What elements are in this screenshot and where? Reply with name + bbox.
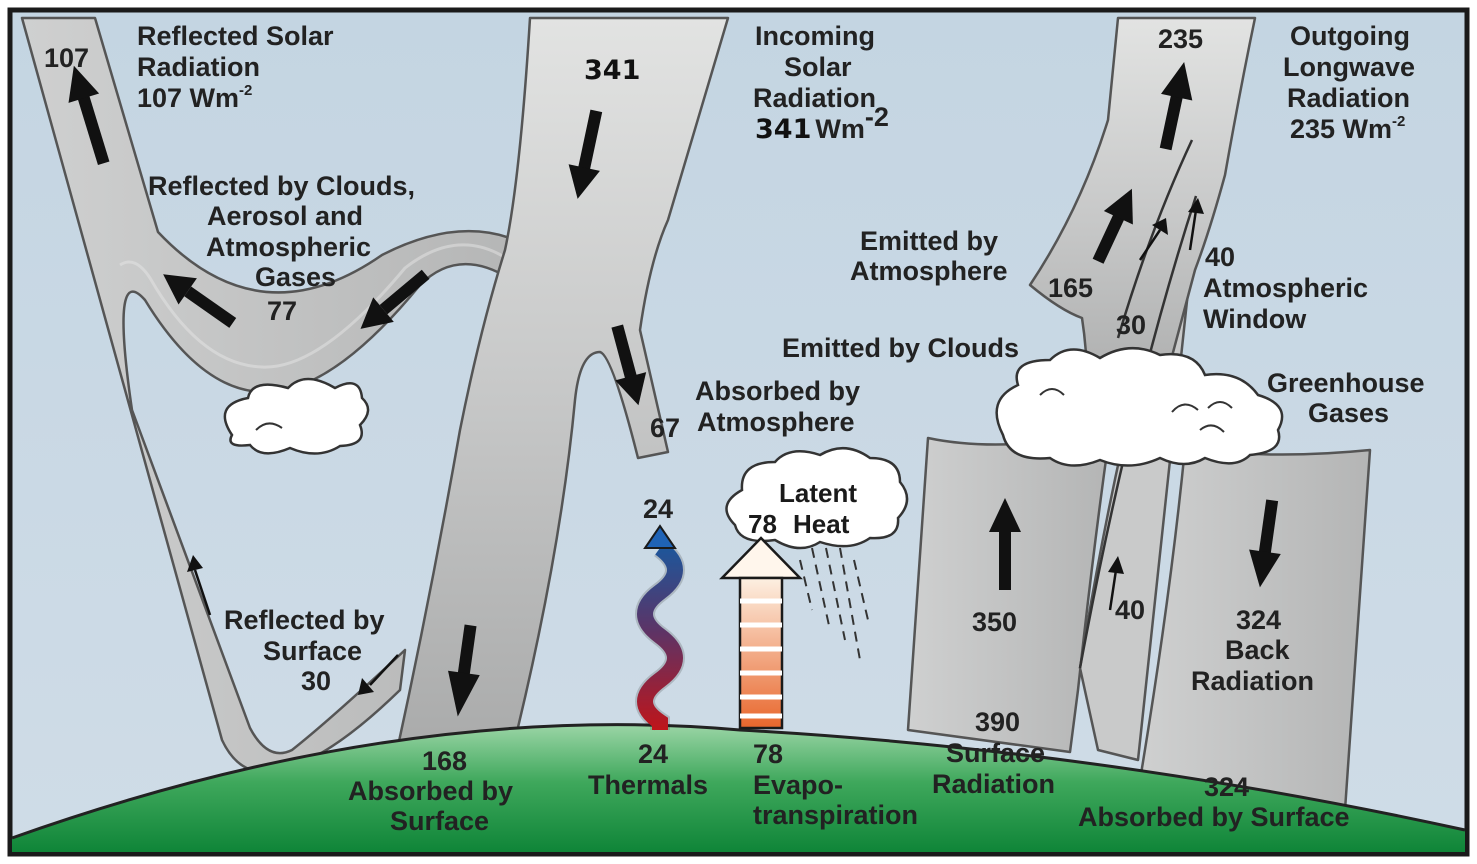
absorbed-atmos-2: Atmosphere: [697, 407, 855, 437]
reflected-solar-title-1: Reflected Solar: [137, 21, 334, 51]
reflected-surface-3: 30: [301, 666, 331, 696]
incoming-solar-title-2: Solar: [784, 52, 852, 82]
arrow-incoming-down: [568, 109, 603, 199]
surface-rad-2: Surface: [946, 738, 1045, 768]
latent-heat-2: Heat: [793, 509, 850, 539]
latent-heat-1: Latent: [779, 478, 857, 508]
arrow-reflected-surface-up: [193, 569, 212, 616]
reflected-solar-title-2: Radiation: [137, 52, 260, 82]
arrow-clouds-left: [163, 274, 237, 328]
arrow-outgoing-up: [1159, 61, 1193, 151]
outgoing-top-num: 235: [1158, 24, 1203, 54]
reflected-clouds-1: Reflected by Clouds,: [148, 171, 415, 201]
outgoing-title-2: Longwave: [1283, 52, 1415, 82]
earth-surface: [12, 724, 1465, 852]
absorbed-168-1: 168: [422, 746, 467, 776]
reflected-clouds-3: Atmospheric: [206, 232, 371, 262]
outgoing-title-3: Radiation: [1287, 83, 1410, 113]
greenhouse-2: Gases: [1308, 398, 1389, 428]
reflected-solar-top-num: 107: [44, 43, 89, 73]
absorbed-atmos-num: 67: [650, 413, 680, 443]
earth-surface-edge: [11, 723, 1466, 840]
emitted-clouds-label: Emitted by Clouds: [782, 333, 1019, 363]
atmos-window-num: 40: [1205, 242, 1235, 272]
right-cloud-detail-1: [1039, 388, 1065, 396]
reflected-surface-1: Reflected by: [224, 605, 385, 635]
arrow-window-thin-low: [1108, 569, 1118, 611]
arrow-absorbed-atmosphere: [611, 324, 647, 406]
thermals-arrowhead: [643, 524, 677, 549]
outgoing-value: 235 Wm-2: [1290, 113, 1405, 144]
outgoing-title-1: Outgoing: [1290, 21, 1410, 51]
absorbed-atmos-1: Absorbed by: [695, 376, 860, 406]
incoming-solar-title-1: Incoming: [755, 21, 875, 51]
evapo-3: transpiration: [753, 800, 918, 830]
absorbed-168-2: Absorbed by: [348, 776, 513, 806]
thermals-1: 24: [638, 739, 668, 769]
arrow-surface-up: [989, 498, 1021, 590]
right-cloud-detail-2: [1171, 403, 1199, 413]
flow-arrows: [68, 61, 1281, 717]
arrow-window-thin-top: [1188, 209, 1198, 251]
latent-num: 78: [748, 509, 777, 539]
right-cloud: [995, 346, 1284, 467]
surface-rad-1: 390: [975, 707, 1020, 737]
surface-rad-3: Radiation: [932, 769, 1055, 799]
emitted-clouds-num: 30: [1116, 310, 1146, 340]
thermals-2: Thermals: [588, 770, 708, 800]
left-cloud: [223, 377, 370, 455]
reflected-solar-beam: [20, 16, 537, 774]
thermals-top-num: 24: [643, 494, 673, 524]
arrow-reflected-solar-up: [68, 65, 110, 166]
window-low-num: 40: [1115, 595, 1145, 625]
greenhouse-1: Greenhouse: [1267, 368, 1425, 398]
atmos-window-2: Window: [1203, 304, 1307, 334]
thermals-arrow: [637, 541, 683, 730]
reflected-clouds-num: 77: [267, 296, 297, 326]
arrow-emitted-atmosphere: [1092, 188, 1133, 264]
absorbed-324-1: 324: [1204, 772, 1249, 802]
evapotranspiration-arrow: [719, 536, 803, 730]
arrow-reflected-surface-diag: [369, 654, 399, 686]
right-cloud-detail-3: [1207, 401, 1233, 409]
surface-up-num: 350: [972, 607, 1017, 637]
back-rad-3: Radiation: [1191, 666, 1314, 696]
reflected-clouds-4: Gases: [255, 262, 336, 292]
reflected-surface-2: Surface: [263, 636, 362, 666]
atmos-window-1: Atmospheric: [1203, 273, 1368, 303]
emitted-atmos-num: 165: [1048, 273, 1093, 303]
reflected-solar-value: 107 Wm-2: [137, 82, 252, 113]
reflected-clouds-2: Aerosol and: [207, 201, 363, 231]
incoming-solar-title-3: Radiation: [753, 83, 876, 113]
arrow-absorbed-surface: [448, 624, 480, 717]
thermals-arrow-outline: [635, 539, 685, 731]
rain-streaks: [799, 547, 869, 661]
outgoing-inner-line: [1116, 139, 1194, 339]
reflected-solar-beam-inner: [119, 243, 513, 369]
left-cloud-detail: [255, 422, 283, 431]
labels: 107 Reflected Solar Radiation 107 Wm-2 3…: [44, 21, 1425, 836]
evapo-2: Evapo-: [753, 770, 843, 800]
right-cloud-detail-4: [1199, 424, 1225, 433]
back-rad-1: 324: [1236, 605, 1281, 635]
back-rad-2: Back: [1225, 635, 1291, 665]
arrow-emitted-clouds-thin: [1138, 229, 1162, 261]
thin-arrows: [187, 198, 1204, 695]
incoming-solar-top-num: 341: [584, 55, 640, 86]
latent-heat-cloud: [725, 447, 909, 550]
evapo-1: 78: [753, 739, 783, 769]
emitted-atmos-1: Emitted by: [860, 226, 998, 256]
arrow-back-radiation: [1249, 499, 1281, 588]
absorbed-168-3: Surface: [390, 806, 489, 836]
absorbed-324-2: Absorbed by Surface: [1078, 802, 1350, 832]
arrow-clouds-right: [360, 269, 430, 329]
emitted-atmos-2: Atmosphere: [850, 256, 1008, 286]
incoming-solar-beam: [393, 16, 730, 762]
